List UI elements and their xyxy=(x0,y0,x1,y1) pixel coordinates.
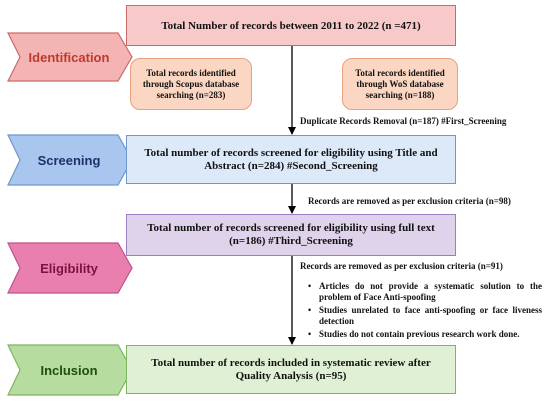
fulltext-records-box: Total number of records screened for eli… xyxy=(126,214,456,256)
stage-inclusion: Inclusion xyxy=(40,362,98,378)
first-screening-note: Duplicate Records Removal (n=187) #First… xyxy=(300,116,507,126)
screening-chevron xyxy=(7,134,133,186)
wos-records-box: Total records identified through WoS dat… xyxy=(342,58,458,110)
exclusion-reason-item: Studies unrelated to face anti-spoofing … xyxy=(306,305,542,327)
total-records-text: Total Number of records between 2011 to … xyxy=(161,19,421,32)
stage-identification: Identification xyxy=(28,49,110,65)
wos-records-text: Total records identified through WoS dat… xyxy=(355,67,445,100)
scopus-records-box: Total records identified through Scopus … xyxy=(130,58,252,110)
exclusion-reason-item: Studies do not contain previous research… xyxy=(306,329,542,340)
included-records-text: Total number of records included in syst… xyxy=(151,356,431,382)
exclusion-reason-item: Articles do not provide a systematic sol… xyxy=(306,281,542,303)
inclusion-chevron xyxy=(7,344,133,396)
total-records-box: Total Number of records between 2011 to … xyxy=(126,5,456,46)
included-records-box: Total number of records included in syst… xyxy=(126,345,456,394)
screening-records-box: Total number of records screened for eli… xyxy=(126,135,456,184)
identification-chevron xyxy=(7,32,133,82)
exclusion-reasons-list: Articles do not provide a systematic sol… xyxy=(306,281,542,342)
scopus-records-text: Total records identified through Scopus … xyxy=(142,67,240,100)
stage-screening: Screening xyxy=(37,152,101,168)
fulltext-records-text: Total number of records screened for eli… xyxy=(147,222,435,247)
screening-records-text: Total number of records screened for eli… xyxy=(144,146,438,172)
eligibility-chevron xyxy=(7,242,133,294)
stage-eligibility: Eligibility xyxy=(40,260,98,276)
exclusion-note-1: Records are removed as per exclusion cri… xyxy=(308,196,511,206)
exclusion-note-2: Records are removed as per exclusion cri… xyxy=(300,261,503,271)
